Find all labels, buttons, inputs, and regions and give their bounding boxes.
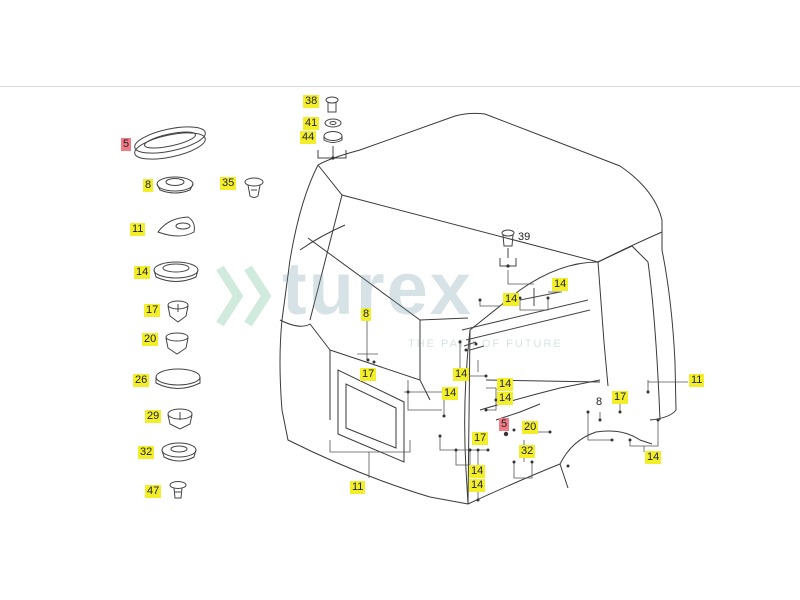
part-8-grommet	[156, 176, 194, 194]
part-29-plug	[167, 408, 193, 430]
callout-11: 11	[130, 223, 146, 236]
callout-14: 14	[134, 266, 151, 279]
callout-29: 29	[145, 410, 162, 423]
callout-20-floor: 20	[522, 421, 539, 434]
callout-8: 8	[143, 179, 154, 192]
part-41-washer	[324, 118, 342, 128]
part-11-grommet	[157, 216, 195, 237]
callout-14-step-lower: 14	[469, 479, 486, 492]
callout-17: 17	[144, 304, 161, 317]
part-39-clip	[499, 229, 517, 267]
callout-35: 35	[220, 177, 237, 190]
callout-14-dash-top: 14	[497, 378, 514, 391]
part-35-clip	[244, 177, 264, 198]
callout-5: 5	[121, 138, 132, 151]
callout-38: 38	[303, 95, 320, 108]
callout-14-dash: 14	[497, 392, 514, 405]
watermark-arrows	[216, 265, 272, 327]
part-17-plug	[167, 300, 189, 323]
part-5-grommet-oval	[134, 126, 206, 160]
callout-5-floor: 5	[499, 418, 510, 431]
callout-26: 26	[133, 374, 150, 387]
callout-39: 39	[518, 231, 531, 243]
part-44-washer	[323, 131, 343, 143]
part-38-bolt	[325, 96, 339, 113]
callout-14-pillar: 14	[453, 368, 470, 381]
callout-17-wheelarch: 17	[612, 391, 629, 404]
callout-14-rear: 14	[645, 451, 662, 464]
callout-14-roof-right: 14	[552, 278, 569, 291]
callout-8-cab: 8	[361, 308, 372, 321]
cab-outline	[279, 112, 677, 505]
callout-17-floor: 17	[472, 432, 489, 445]
callout-11-side: 11	[689, 374, 705, 387]
callout-32-floor: 32	[519, 445, 536, 458]
callout-20: 20	[142, 333, 159, 346]
callout-11-door: 11	[350, 481, 366, 494]
callout-17-door: 17	[360, 368, 377, 381]
callout-41: 41	[303, 117, 320, 130]
callout-47: 47	[145, 485, 162, 498]
part-47-screw	[169, 481, 187, 499]
part-20-plug	[165, 332, 189, 355]
callout-14-roof-left: 14	[503, 293, 520, 306]
part-14-grommet	[153, 261, 199, 282]
callout-14-step-upper: 14	[469, 465, 486, 478]
callout-14-door: 14	[442, 387, 459, 400]
callout-44: 44	[300, 131, 317, 144]
part-32-grommet	[161, 442, 197, 462]
callout-8-wheelarch: 8	[596, 396, 603, 408]
top-header-bar	[0, 0, 800, 87]
callout-32: 32	[138, 446, 155, 459]
part-26-cap	[155, 368, 201, 389]
